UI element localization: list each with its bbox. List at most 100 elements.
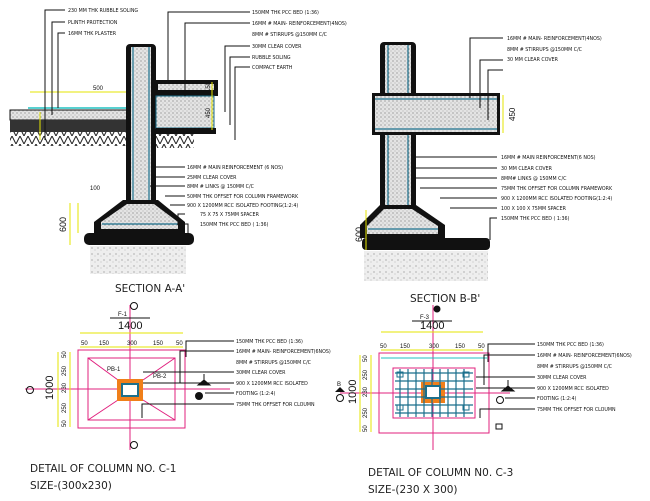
sub-dim: 50 <box>363 425 369 432</box>
sub-dim: 150 <box>153 341 164 347</box>
label: 900 X 1200MM RCC ISOLATED <box>236 381 308 387</box>
label: 16MM # MAIN REINFORCEMENT(6 NOS) <box>501 155 596 161</box>
sub-dim: 150 <box>400 344 411 350</box>
dim-depth: 1000 <box>347 380 359 404</box>
section-marker-icon <box>496 396 504 404</box>
sub-dim: 50 <box>478 344 485 350</box>
section-arrow-icon <box>500 380 516 392</box>
label: 16MM # MAIN- REINFORCEMENT(4NOS) <box>252 21 347 27</box>
label: 75MM THK OFFSET FOR CLOUMN <box>537 407 616 413</box>
label: 16MM THK PLASTER <box>68 31 117 37</box>
pcc-bed <box>362 238 490 250</box>
label: 16MM # MAIN- REINFORCEMENT(6NOS) <box>236 349 331 355</box>
section-b-title: SECTION B-B' <box>410 293 480 305</box>
detail-c3-size: SIZE-(230 X 300) <box>368 484 458 496</box>
sub-dim: 50 <box>62 420 68 427</box>
dim-footing: 600 <box>58 217 68 232</box>
dim-depth: 1000 <box>44 376 56 400</box>
dim-beam-top: 150 <box>206 81 212 92</box>
label: 50MM THK OFFSET FOR COLUMN FRAMEWORK <box>187 194 299 200</box>
sub-dim: 150 <box>99 341 110 347</box>
label: 900 X 1200MM RCC ISOLATED FOOTING(1:2:4) <box>501 196 612 202</box>
dim-beam: 450 <box>508 107 517 121</box>
section-marker-icon <box>336 394 344 402</box>
label: 100 X 100 X 75MM SPACER <box>501 206 567 212</box>
footing-concrete <box>367 209 438 234</box>
footing-outline <box>87 357 176 421</box>
label: 25MM CLEAR COVER <box>187 175 237 181</box>
sub-dim: 300 <box>127 341 138 347</box>
sub-dim: 250 <box>363 369 369 380</box>
label: 150MM THK PCC BED (1:36) <box>236 339 303 345</box>
label: 900 X 1200MM RCC ISOLATED FOOTING(1:2:4) <box>187 203 298 209</box>
sub-dim: 250 <box>62 402 68 413</box>
rubble-soling <box>10 120 130 132</box>
label: 30MM CLEAR COVER <box>236 370 286 376</box>
column-concrete <box>131 47 151 215</box>
label: 16MM # MAIN- REINFORCEMENT(4NOS) <box>507 36 602 42</box>
section-b-drawing: 450 600 16MM # MAIN- REINFORCEMENT(4NOS)… <box>354 36 613 305</box>
compact-earth <box>10 132 130 146</box>
beam <box>155 95 215 129</box>
label: 75MM THK OFFSET FOR COLUMN FRAMEWORK <box>501 186 613 192</box>
pcc-bed <box>84 233 194 245</box>
label: 8MM# LINKS @ 150MM C/C <box>501 176 567 182</box>
sub-dim: 300 <box>429 344 440 350</box>
label: 150MM THK PCC BED ( 1:36) <box>501 216 570 222</box>
label: 150MM THK PCC BED (1:36) <box>252 10 319 16</box>
label: FOOTING (1:2:4) <box>236 391 275 397</box>
pcc-bed-outline <box>378 352 490 434</box>
sub-dim: 150 <box>455 344 466 350</box>
dim-width: 1400 <box>420 320 444 332</box>
label: 16MM # MAIN REINFORCEMENT (6 NOS) <box>187 165 283 171</box>
label: FOOTING (1:2:4) <box>537 396 576 402</box>
detail-c1-size: SIZE-(300x230) <box>30 480 112 492</box>
sub-dim: 250 <box>363 407 369 418</box>
plinth-protection <box>9 109 131 121</box>
tag: B <box>337 382 341 388</box>
label: COMPACT EARTH <box>252 65 293 71</box>
sub-dim: 50 <box>380 344 387 350</box>
footing-outline <box>392 367 476 419</box>
sub-dim: 230 <box>363 386 369 397</box>
label: 30 MM CLEAR COVER <box>507 57 559 63</box>
label: 8MM # LINKS @ 150MM C/C <box>187 184 255 190</box>
section-marker-icon <box>130 441 138 449</box>
tag: F-1 <box>118 312 128 318</box>
label: 900 X 1200MM RCC ISOLATED <box>537 386 609 392</box>
section-a-title: SECTION A-A' <box>115 283 185 295</box>
sub-dim: 50 <box>81 341 88 347</box>
dim-beam: 450 <box>206 107 212 118</box>
label: 8MM # STIRRUPS @150MM C/C <box>236 360 312 366</box>
label: 8MM # STIRRUPS @150MM C/C <box>252 32 328 38</box>
section-marker-icon <box>26 386 34 394</box>
label: 8MM # STIRRUPS @150MM C/C <box>537 364 613 370</box>
beam <box>375 96 497 132</box>
earth-below <box>364 251 488 281</box>
label: 75 X 75 X 75MM SPACER <box>200 212 260 218</box>
sub-dim: 250 <box>62 365 68 376</box>
detail-c1-plan: F-1 1400 50 150 300 150 50 PB-1 PB-2 100… <box>25 302 331 492</box>
tag: PB-1 <box>107 367 121 373</box>
sub-dim: 50 <box>176 341 183 347</box>
detail-c3-title: DETAIL OF COLUMN N0. C-3 <box>368 467 513 479</box>
label: 16MM # MAIN- REINFORCEMENT(6NOS) <box>537 353 632 359</box>
label: 30 MM CLEAR COVER <box>501 166 553 172</box>
section-a-drawing: 500 150 450 100 600 230 MM THK RUBBLE SO… <box>9 8 347 295</box>
footing-concrete <box>101 204 178 229</box>
label: 8MM # STIRRUPS @150MM C/C <box>507 47 583 53</box>
rebar-grid <box>395 369 473 417</box>
section-arrow-icon <box>335 387 345 392</box>
section-marker-icon <box>433 305 441 313</box>
dim-offset: 100 <box>90 186 101 192</box>
dim-plinth: 500 <box>93 86 104 92</box>
dim-footing: 600 <box>354 227 364 242</box>
tag: F-3 <box>420 315 430 321</box>
sub-dim: 50 <box>62 351 68 358</box>
label: 75MM THK OFFSET FOR CLOUMN <box>236 402 315 408</box>
marker-box <box>495 423 503 430</box>
label: PLINTH PROTECTION <box>68 20 118 26</box>
label: RUBBLE SOLING <box>252 55 291 61</box>
